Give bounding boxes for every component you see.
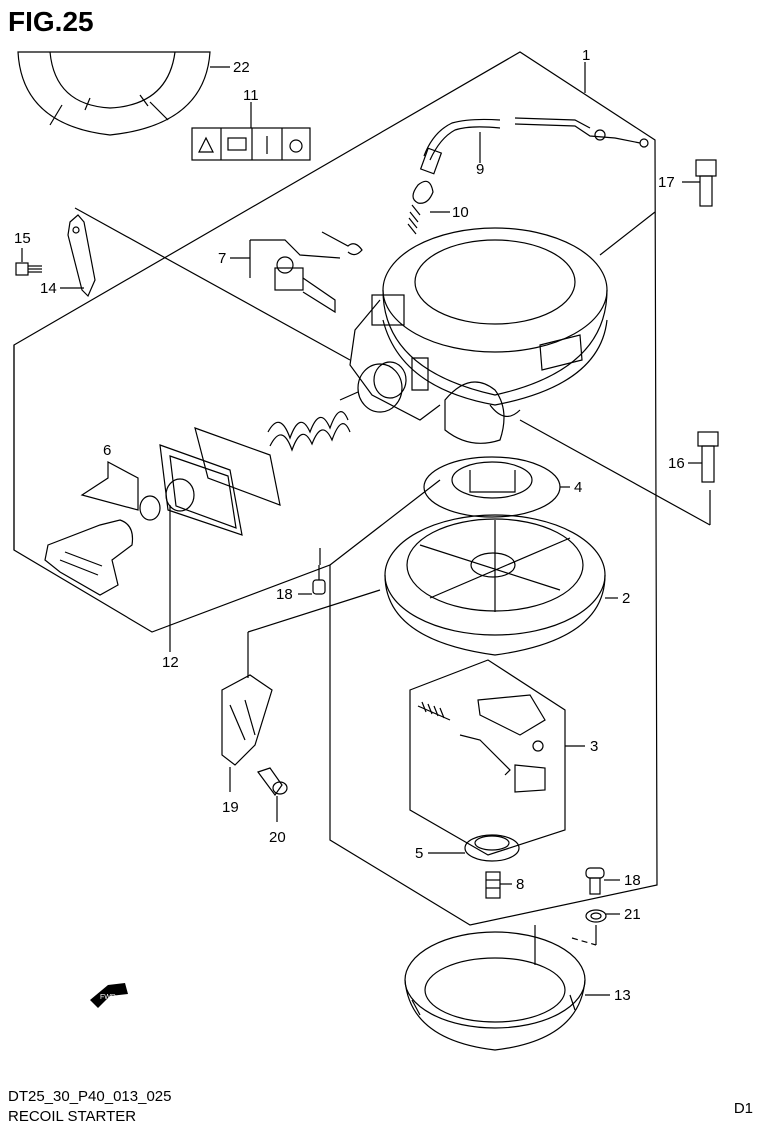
rope-guide [339,361,407,413]
callout-1: 1 [582,47,590,64]
bolt-17 [695,159,717,207]
callout-14: 14 [40,280,57,297]
figure-title: FIG.25 [8,6,94,37]
bracket-19 [221,674,273,766]
callout-8: 8 [516,876,524,893]
callout-7: 7 [218,250,226,267]
callout-21: 21 [624,906,641,923]
starter-cable-9 [419,117,649,175]
group-frame-main [13,51,658,926]
caution-label-11 [191,127,311,161]
callout-20: 20 [269,829,286,846]
spring-coil [267,411,351,452]
bolt-20 [257,767,288,797]
callout-18-upper: 18 [276,586,293,603]
callout-16: 16 [668,455,685,472]
figure-caption: RECOIL STARTER [8,1108,137,1125]
callout-6: 6 [103,442,111,459]
starter-handle-6 [44,478,195,596]
callout-11: 11 [243,87,259,104]
warning-decal-arc [17,51,211,136]
mount-plate [159,427,281,536]
fwd-label: FWD [100,994,116,1001]
callout-2: 2 [622,590,630,607]
bolt-18b [585,867,605,895]
callout-5: 5 [415,845,423,862]
link-spring-7 [249,231,363,314]
callout-9: 9 [476,161,484,178]
page-marker: D1 [733,1100,753,1117]
bolt-15 [15,262,42,276]
starter-case-1 [349,227,608,421]
callout-22: 22 [233,59,250,76]
callout-13: 13 [614,987,631,1004]
cap-5 [464,834,520,862]
drum-2 [384,514,606,656]
callout-18-lower: 18 [624,872,641,889]
washer-21 [585,909,607,923]
callout-4: 4 [574,479,582,496]
pawl-kit-box-3 [409,659,566,856]
cover-13 [404,931,586,1051]
bolt-18a [312,565,326,595]
callout-17: 17 [658,174,675,191]
cable-end-10 [407,180,434,235]
callout-12: 12 [162,654,179,671]
drawing-code: DT25_30_P40_013_025 [8,1088,172,1105]
callout-15: 15 [14,230,31,247]
reel-4 [423,381,561,518]
fwd-arrow-icon: FWD [90,983,128,1008]
bolt-16 [697,431,719,483]
callout-19: 19 [222,799,239,816]
bolt-8 [485,871,501,899]
bracket-14 [67,214,96,298]
callout-3: 3 [590,738,598,755]
callout-10: 10 [452,204,469,221]
